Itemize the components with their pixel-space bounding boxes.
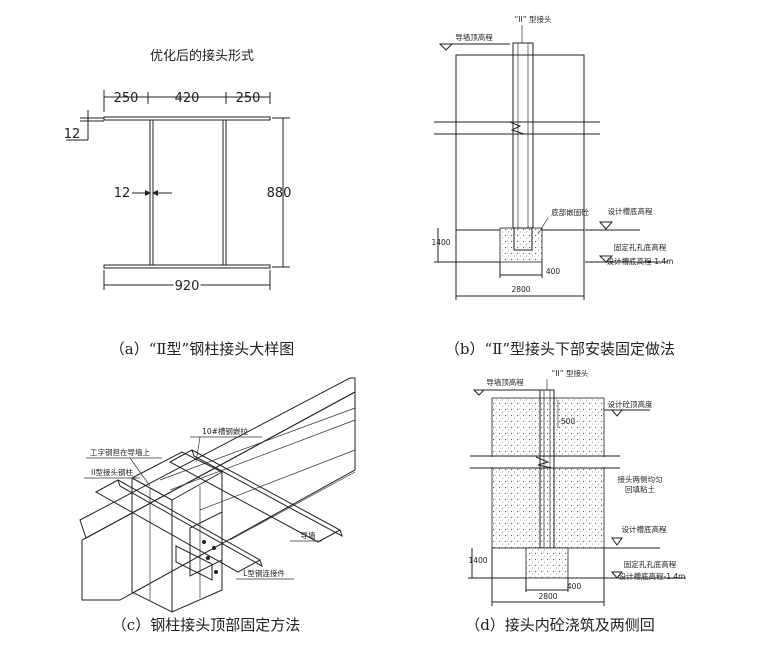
label-wall: 导墙	[301, 530, 316, 540]
column-edge	[171, 471, 223, 501]
level-mark	[472, 389, 486, 396]
dim-2800: 2800	[511, 285, 530, 294]
guide-wall	[455, 54, 585, 231]
right-web	[222, 119, 227, 266]
dim-label-flange: 12	[64, 127, 81, 142]
l-steel-plate	[189, 511, 223, 577]
dim-label-width: 920	[175, 279, 200, 294]
panel-a: 优化后的接头形式 250 420 250 12 12 880	[64, 48, 295, 358]
label-hole-bottom: 固定孔孔底高程	[614, 242, 667, 252]
label-design-bottom-minus: 设计槽底高程-1.4m	[619, 571, 686, 581]
label-joint: “II” 型接头	[551, 368, 589, 378]
panel-b-caption: （b）“Ⅱ”型接头下部安装固定做法	[445, 340, 675, 358]
panel-b: 导墙顶高程 “II” 型接头 底部嵌固砼 设计槽底高程 固定孔孔底高程 设计槽底…	[431, 14, 675, 358]
dim-400: 400	[546, 267, 561, 276]
label-hole-bottom: 固定孔孔底高程	[624, 559, 677, 569]
footing-socket	[513, 227, 533, 251]
column-break	[535, 456, 553, 469]
joint-column	[131, 451, 223, 613]
label-joint: “II” 型接头	[514, 14, 552, 24]
dim-2800: 2800	[538, 592, 557, 601]
level-mark	[438, 43, 454, 51]
dim-1400: 1400	[468, 556, 487, 565]
column-break	[509, 121, 525, 135]
leader	[195, 436, 201, 463]
ibeam-edge	[117, 479, 263, 568]
left-web	[149, 119, 154, 266]
level-mark	[610, 571, 624, 579]
backfill-concrete	[491, 397, 605, 549]
joint-column	[512, 42, 534, 249]
label-design-bottom-minus: 设计槽底高程-1.4m	[607, 256, 674, 266]
label-design-bottom: 设计槽底高程	[608, 206, 653, 216]
channel-line	[159, 407, 356, 481]
label-backfill-1: 接头两侧均匀	[618, 474, 663, 484]
wall-edge	[199, 449, 356, 511]
bolt-icon	[212, 546, 216, 550]
bolt-icon	[214, 570, 218, 574]
break-gap	[470, 457, 620, 467]
bolt-icon	[206, 556, 210, 560]
dim-label-right: 250	[236, 91, 261, 106]
dim-400: 400	[567, 582, 582, 591]
panel-a-title: 优化后的接头形式	[150, 48, 254, 64]
wall-edge	[229, 471, 356, 541]
level-mark	[610, 409, 624, 417]
panel-a-caption: （a）“Ⅱ型”钢柱接头大样图	[110, 340, 294, 358]
label-backfill-2: 回填粘土	[625, 484, 655, 494]
panel-d: 导墙顶高程 “II” 型接头 设计砼顶高度 500 接头两侧均匀 回填粘土 设计…	[465, 368, 686, 634]
footing-concrete	[499, 227, 543, 263]
leader	[129, 457, 151, 487]
dim-label-web: 12	[114, 186, 131, 201]
bottom-flange	[103, 264, 271, 269]
level-mark	[598, 255, 614, 263]
dim-1400: 1400	[431, 238, 450, 247]
leader	[537, 217, 549, 235]
column-edge	[131, 477, 173, 501]
label-column: II型接头钢柱	[91, 467, 133, 477]
label-500: 500	[561, 417, 576, 426]
l-steel-flange	[175, 545, 213, 581]
label-design-bottom: 设计槽底高程	[622, 524, 667, 534]
footing-concrete	[525, 547, 569, 579]
panel-c-caption: （c）钢柱接头顶部固定方法	[112, 616, 300, 634]
channel-line	[169, 419, 356, 491]
label-ibeam: 工字钢担在导墙上	[90, 447, 150, 457]
guide-wall-top	[79, 377, 356, 539]
ibeam-crossing	[94, 479, 262, 573]
ibeam-edge	[191, 449, 343, 538]
level-mark	[598, 221, 614, 230]
panel-c: 10#槽钢嵌拉 工字钢担在导墙上 II型接头钢柱 导墙 L型钢连接件 （c）钢柱…	[79, 377, 356, 634]
dim-label-height: 880	[267, 186, 292, 201]
label-embed: 底部嵌固砼	[551, 207, 589, 217]
level-mark	[611, 537, 623, 546]
label-lsteel: L型钢连接件	[243, 568, 285, 578]
label-wall-top: 导墙顶高程	[486, 377, 524, 387]
guide-wall-face	[81, 391, 356, 601]
top-flange	[103, 116, 271, 121]
dim-label-mid: 420	[175, 91, 200, 106]
dim-label-left: 250	[114, 91, 139, 106]
label-channel: 10#槽钢嵌拉	[202, 426, 248, 436]
panel-d-caption: （d）接头内砼浇筑及两侧回	[465, 616, 655, 634]
bolt-icon	[202, 540, 206, 544]
label-concrete-top: 设计砼顶高度	[608, 399, 653, 409]
label-wall-top: 导墙顶高程	[455, 32, 493, 42]
